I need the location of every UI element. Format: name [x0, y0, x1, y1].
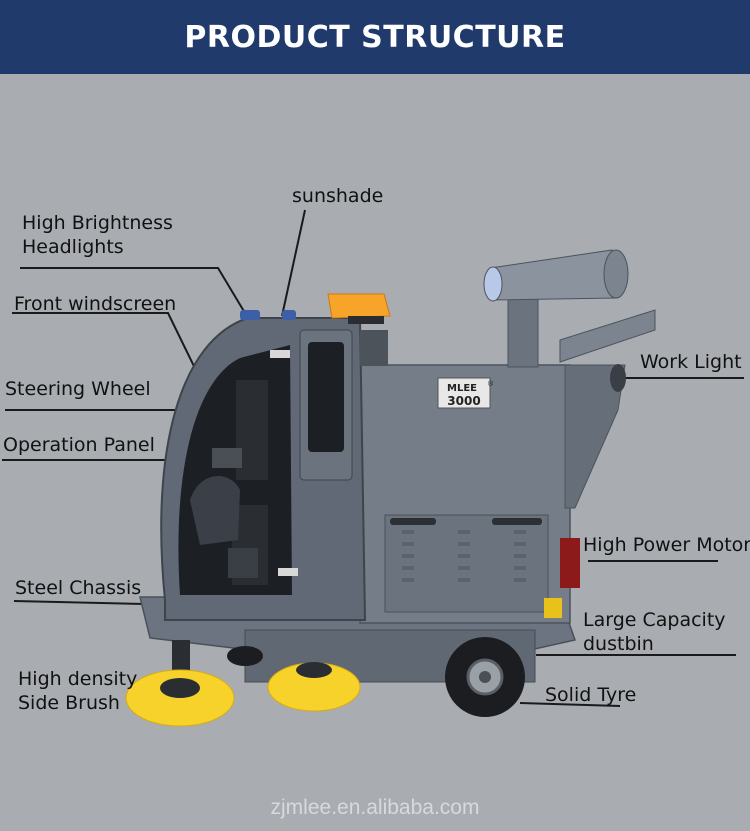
roof-post [360, 330, 388, 366]
label-sunshade: sunshade [292, 185, 384, 207]
cannon-outlet [603, 249, 629, 299]
beacon-base [348, 316, 384, 324]
side-brush-hub [160, 678, 200, 698]
seat [228, 548, 258, 578]
vent-slots [402, 530, 526, 582]
fog-cannon [489, 249, 617, 301]
dustbin-door [384, 514, 549, 613]
label-steel-chassis: Steel Chassis [15, 577, 142, 599]
front-wheel [227, 646, 263, 666]
page-title: PRODUCT STRUCTURE [184, 19, 566, 55]
rear-slope-panel [564, 364, 626, 509]
tail-light [560, 538, 580, 588]
label-dustbin: Large Capacity dustbin [583, 609, 726, 655]
label-work-light: Work Light [640, 351, 742, 373]
label-windscreen: Front windscreen [14, 293, 177, 315]
trademark-mark: ® [487, 380, 494, 388]
model-number: 3000 [447, 394, 480, 408]
hinge-bottom [278, 568, 298, 576]
main-brush-hub [296, 662, 332, 678]
tyre-axle [479, 671, 491, 683]
brand-name: MLEE [447, 383, 477, 394]
header-banner: PRODUCT STRUCTURE [0, 0, 750, 74]
work-light-lamp [610, 364, 626, 392]
label-steering-wheel: Steering Wheel [5, 378, 151, 400]
steering-wheel [190, 476, 240, 545]
label-solid-tyre: Solid Tyre [545, 684, 637, 706]
cannon-fan [483, 266, 503, 302]
headlight-right [282, 310, 296, 320]
headlight [240, 310, 260, 320]
door-handle-left [390, 518, 436, 525]
brand-plate [437, 377, 491, 409]
watermark: zjmlee.en.alibaba.com [270, 796, 480, 819]
warning-sticker [544, 598, 562, 618]
door-handle-right [492, 518, 542, 525]
label-side-brush: High density Side Brush [18, 668, 138, 714]
brush-motor [172, 640, 190, 670]
operation-panel [212, 448, 242, 468]
label-operation-panel: Operation Panel [3, 434, 155, 456]
door-window [308, 342, 344, 452]
hinge-top [270, 350, 290, 358]
label-headlights: High Brightness Headlights [22, 212, 173, 258]
cannon-arm [559, 309, 656, 363]
warning-beacon [327, 293, 391, 319]
label-high-power-motor: High Power Motor [583, 534, 750, 556]
